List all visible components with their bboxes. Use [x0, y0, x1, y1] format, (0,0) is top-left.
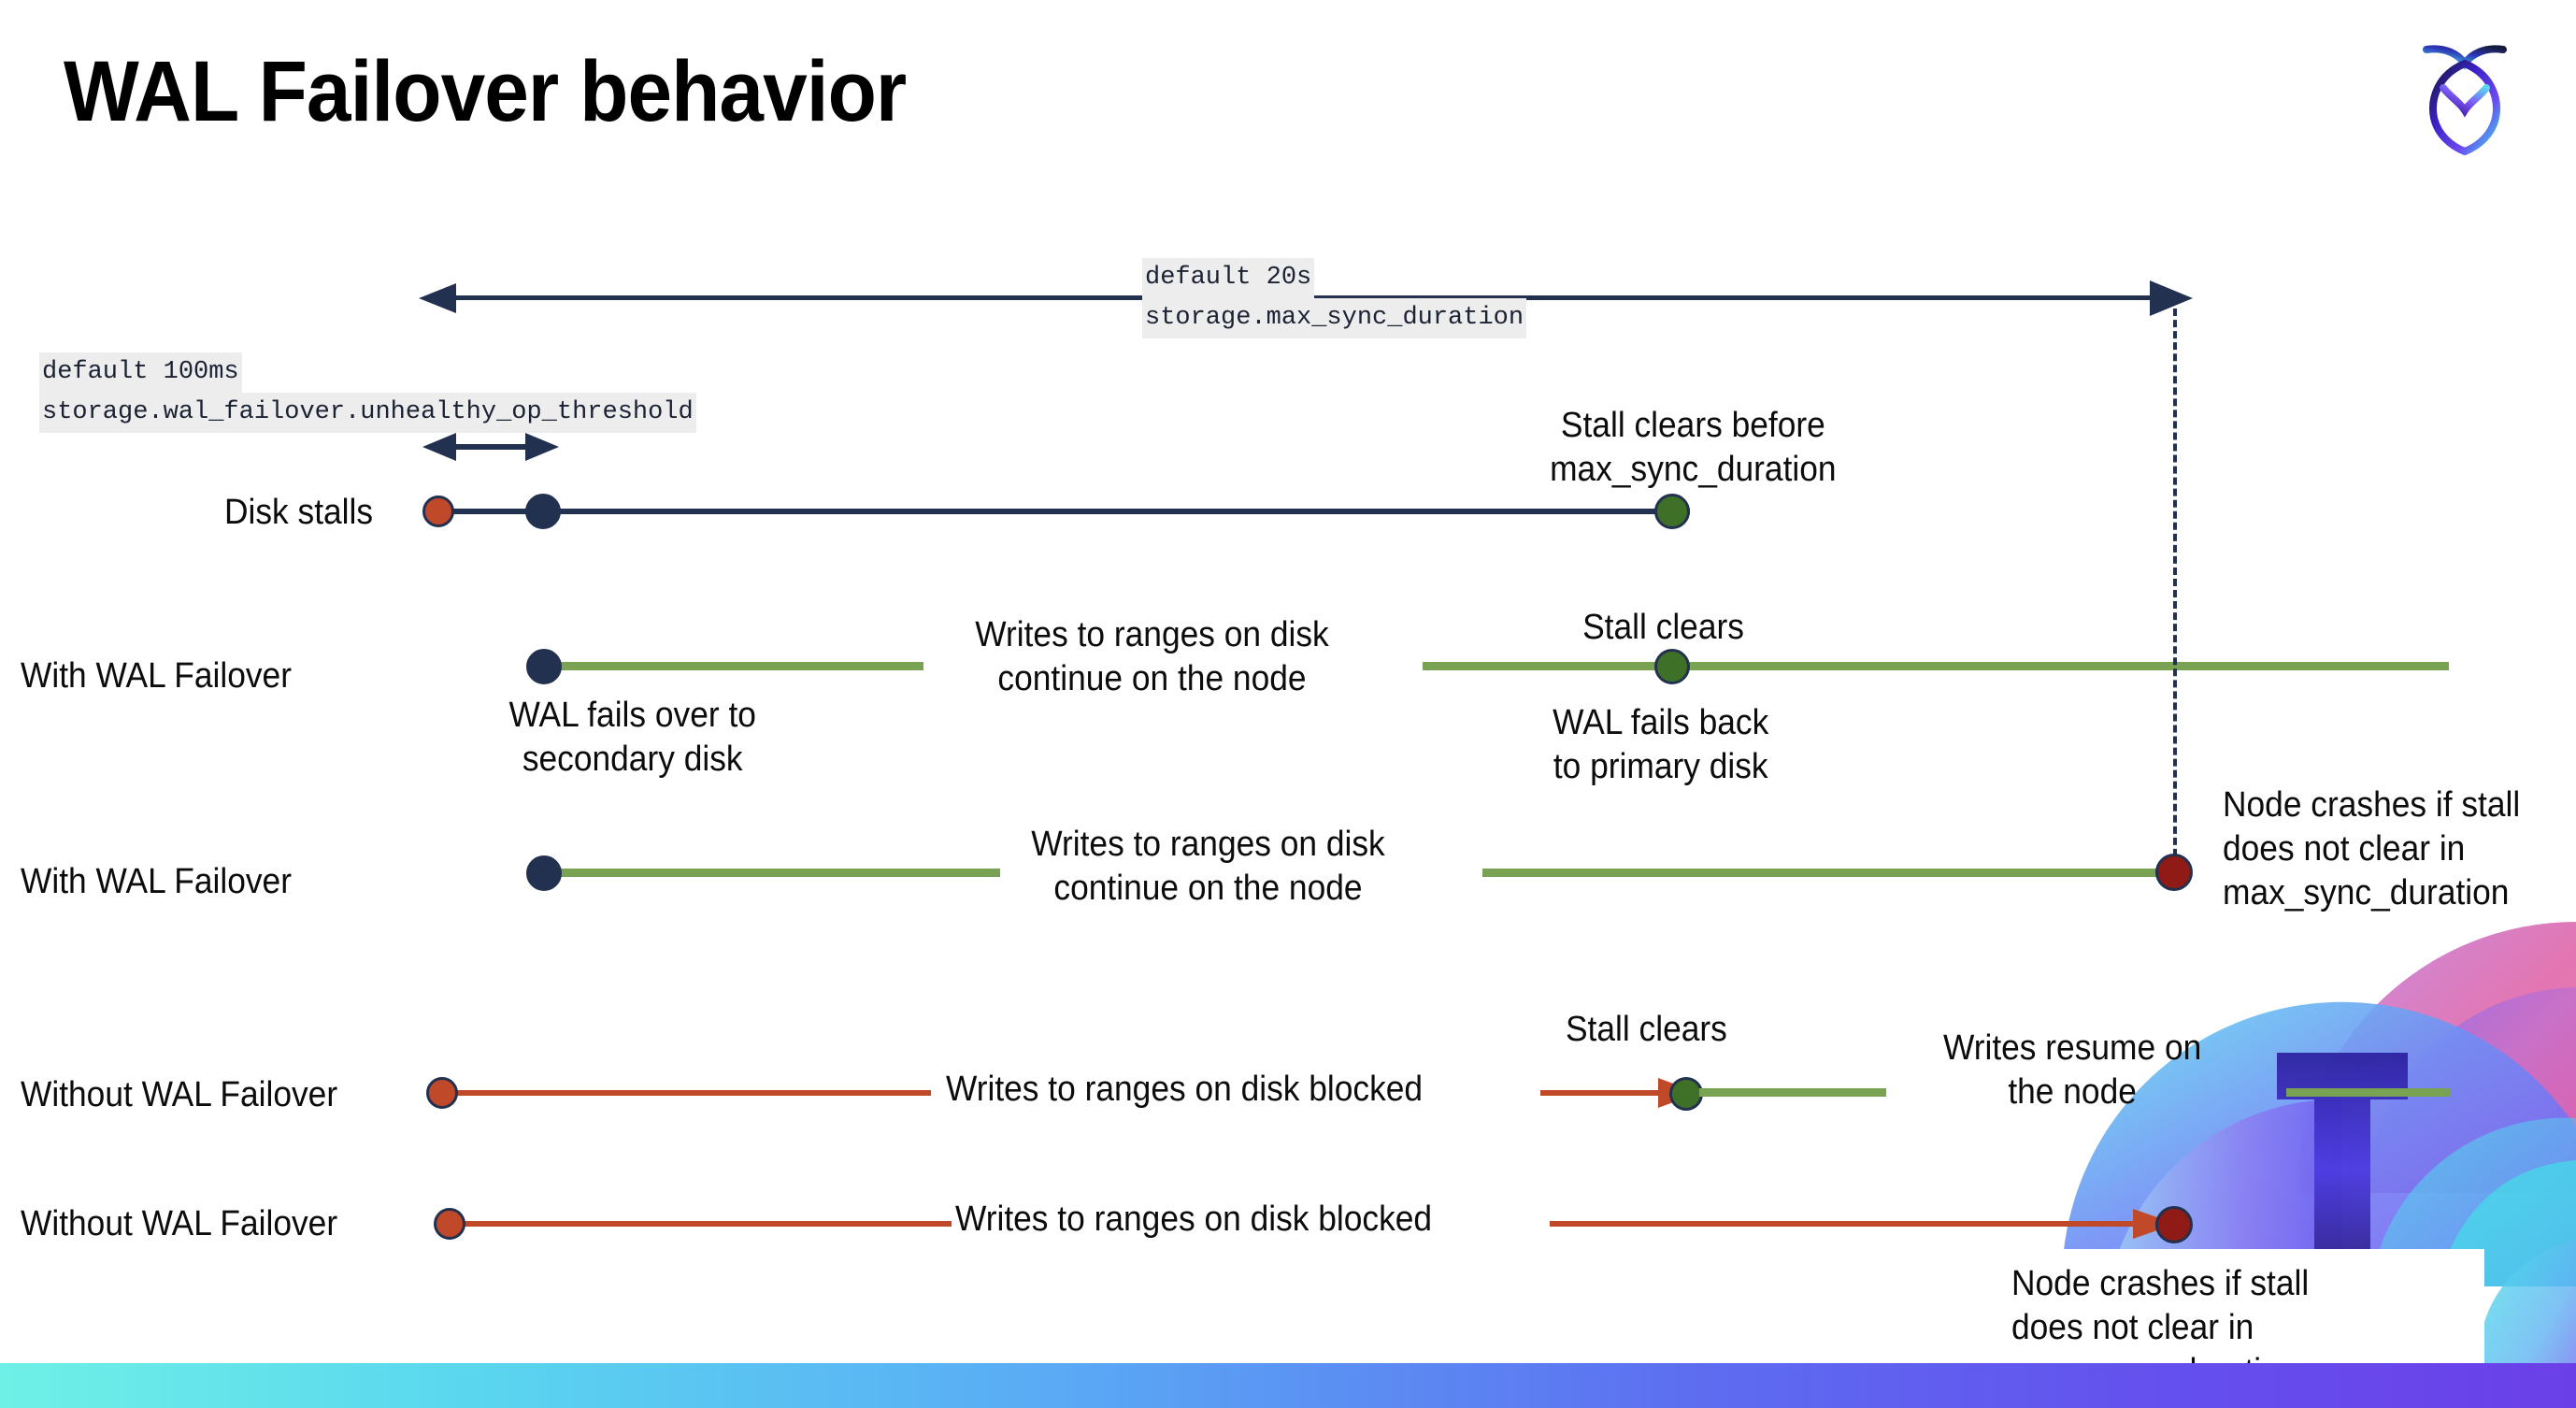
page-title: WAL Failover behavior [64, 44, 907, 139]
bottom-gradient-bar [0, 1363, 2576, 1408]
max-sync-duration-label: default 20s storage.max_sync_duration [1142, 258, 1527, 339]
with-failover-1-line-right [1423, 662, 2449, 670]
with-failover-2-crash-dot [2155, 854, 2193, 891]
without-failover-1-line-resume [2286, 1088, 2451, 1097]
without-failover-2-crash-dot [2155, 1206, 2193, 1243]
without-failover-2-mid-note: Writes to ranges on disk blocked [955, 1200, 1433, 1239]
with-failover-2-failover-dot [526, 855, 562, 891]
without-failover-1-clear-note: Stall clears [1565, 1010, 1727, 1049]
without-failover-1-mid-note: Writes to ranges on disk blocked [946, 1070, 1424, 1109]
with-failover-2-line-left [542, 869, 1000, 877]
without-failover-1-resume-note: Writes resume on the node [1942, 1028, 2202, 1113]
row-label-disk-stalls: Disk stalls [224, 493, 374, 532]
without-failover-1-line-left [449, 1090, 931, 1096]
with-failover-1-clear-note: Stall clears [1582, 608, 1744, 647]
disk-stalls-timeline [437, 509, 1690, 514]
unhealthy-name: storage.wal_failover.unhealthy_op_thresh… [39, 393, 696, 434]
disk-stalls-failover-dot [525, 494, 561, 529]
without-failover-2-start-dot [434, 1208, 465, 1240]
max-sync-name: storage.max_sync_duration [1142, 298, 1527, 339]
disk-stalls-clear-dot [1654, 494, 1690, 529]
with-failover-1-fallback-note: WAL fails back to primary disk [1553, 703, 1769, 787]
without-failover-1-clear-dot [1669, 1077, 1703, 1111]
with-failover-1-start-note: WAL fails over to secondary disk [508, 696, 756, 780]
max-sync-duration-dashed-connector [2173, 297, 2177, 879]
cockroachdb-logo-icon [2410, 28, 2520, 159]
row-label-with-failover-1: With WAL Failover [21, 656, 292, 696]
row-label-with-failover-2: With WAL Failover [21, 862, 292, 901]
disk-stalls-clear-note: Stall clears before max_sync_duration [1550, 406, 1837, 490]
unhealthy-default: default 100ms [39, 352, 242, 394]
with-failover-2-line-right [1482, 869, 2174, 877]
row-label-without-failover-1: Without WAL Failover [21, 1075, 338, 1114]
with-failover-1-mid-note: Writes to ranges on disk continue on the… [975, 615, 1329, 699]
disk-stalls-start-dot [422, 496, 454, 527]
with-failover-1-line-left [542, 662, 923, 670]
without-failover-1-line-right [1699, 1088, 1886, 1097]
without-failover-1-start-dot [426, 1077, 458, 1109]
with-failover-1-clear-dot [1654, 649, 1690, 684]
with-failover-2-crash-note: Node crashes if stall does not clear in … [2223, 785, 2521, 913]
row-label-without-failover-2: Without WAL Failover [21, 1204, 338, 1243]
with-failover-2-mid-note: Writes to ranges on disk continue on the… [1031, 825, 1385, 909]
unhealthy-op-threshold-label: default 100ms storage.wal_failover.unhea… [39, 352, 696, 434]
with-failover-1-failover-dot [526, 649, 562, 684]
max-sync-default: default 20s [1142, 258, 1315, 299]
without-failover-2-line-left [458, 1221, 952, 1227]
